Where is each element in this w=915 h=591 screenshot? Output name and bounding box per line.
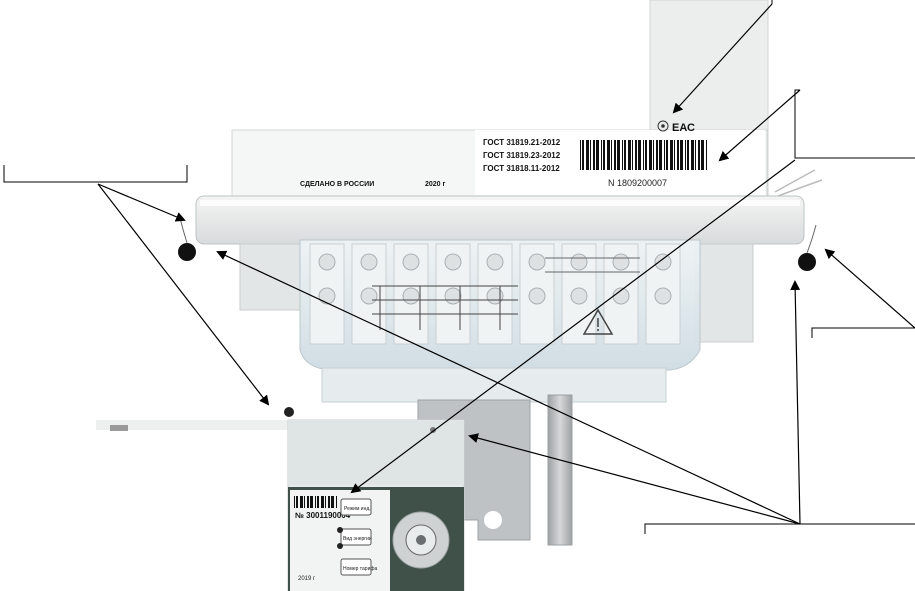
callout-line-right-top (794, 89, 915, 159)
barcode-icon (294, 496, 337, 508)
terminal-screw (570, 253, 588, 271)
right-side-block (694, 243, 754, 343)
inset-photo: № 3001190004 Режим инд. Вид энергии Номе… (96, 407, 465, 591)
arrow-icon (350, 159, 796, 494)
seal-wire-right-2 (777, 179, 823, 197)
seal-wire-right (774, 169, 816, 193)
inset-year-text: 2019 г (298, 576, 316, 582)
terminal-screw (570, 287, 588, 305)
display-mode-button-label: Режим инд. (344, 506, 371, 512)
terminal-screw (654, 287, 672, 305)
inset-serial-text: № 3001190004 (295, 511, 351, 520)
terminal-screw (612, 253, 630, 271)
seal-wire-right-3 (806, 224, 817, 254)
seal-wire-left (179, 217, 188, 244)
energy-type-button (340, 528, 372, 546)
terminal-screw (360, 287, 378, 305)
arrow-icon (468, 433, 801, 525)
terminal-cover (299, 239, 701, 371)
terminal-screw (360, 253, 378, 271)
callout-line-right (811, 327, 915, 338)
arrow-icon (790, 280, 801, 525)
terminal-screw (528, 287, 546, 305)
standard-2-text: ГОСТ 31819.23-2012 (483, 151, 561, 160)
terminal-screw (318, 253, 336, 271)
terminal-block (309, 243, 681, 345)
callout-box-left (3, 165, 188, 183)
seal-icon (798, 253, 816, 271)
terminal-screw (402, 287, 420, 305)
warning-triangle-icon (582, 308, 614, 335)
mounting-rod (547, 394, 573, 546)
label-plate: ГОСТ 31819.21-2012 ГОСТ 31819.23-2012 ГО… (300, 120, 707, 188)
terminal-screw (444, 253, 462, 271)
arrow-icon (97, 183, 186, 222)
arrow-icon (216, 250, 801, 525)
metrology-mark-icon (657, 120, 669, 132)
arrow-icon (718, 89, 801, 162)
barcode-icon (580, 140, 707, 170)
eac-mark-icon: ЕАС (672, 122, 695, 134)
arrow-icon (672, 3, 773, 114)
display-mode-button (340, 498, 372, 516)
terminal-screw (486, 253, 504, 271)
arrow-icon (97, 183, 270, 406)
callout-line-bottom-right (644, 523, 915, 534)
callout-lines (3, 0, 915, 534)
indicator-led (337, 543, 343, 549)
terminal-screw (486, 287, 504, 305)
terminal-screw (444, 287, 462, 305)
year-text: 2020 г (425, 181, 446, 188)
arrow-icon (824, 248, 915, 329)
terminal-screw (402, 253, 420, 271)
seal-icon (284, 407, 294, 417)
inset-screw (430, 427, 436, 433)
made-in-russia-text: СДЕЛАНО В РОССИИ (300, 181, 374, 188)
serial-number-text: N 1809200007 (608, 178, 667, 188)
terminal-screw (528, 253, 546, 271)
indicator-led (337, 527, 343, 533)
tariff-number-button (340, 558, 372, 576)
standard-3-text: ГОСТ 31818.11-2012 (483, 164, 560, 173)
wiring-diagram (372, 257, 640, 330)
standard-1-text: ГОСТ 31819.21-2012 (483, 138, 561, 147)
terminal-screw (654, 253, 672, 271)
terminal-screw (318, 287, 336, 305)
seal-icon (178, 243, 196, 261)
tariff-number-button-label: Номер тарифа (343, 566, 377, 572)
left-side-block (239, 243, 301, 311)
meter-rim (195, 195, 805, 245)
energy-type-button-label: Вид энергии (343, 536, 372, 542)
